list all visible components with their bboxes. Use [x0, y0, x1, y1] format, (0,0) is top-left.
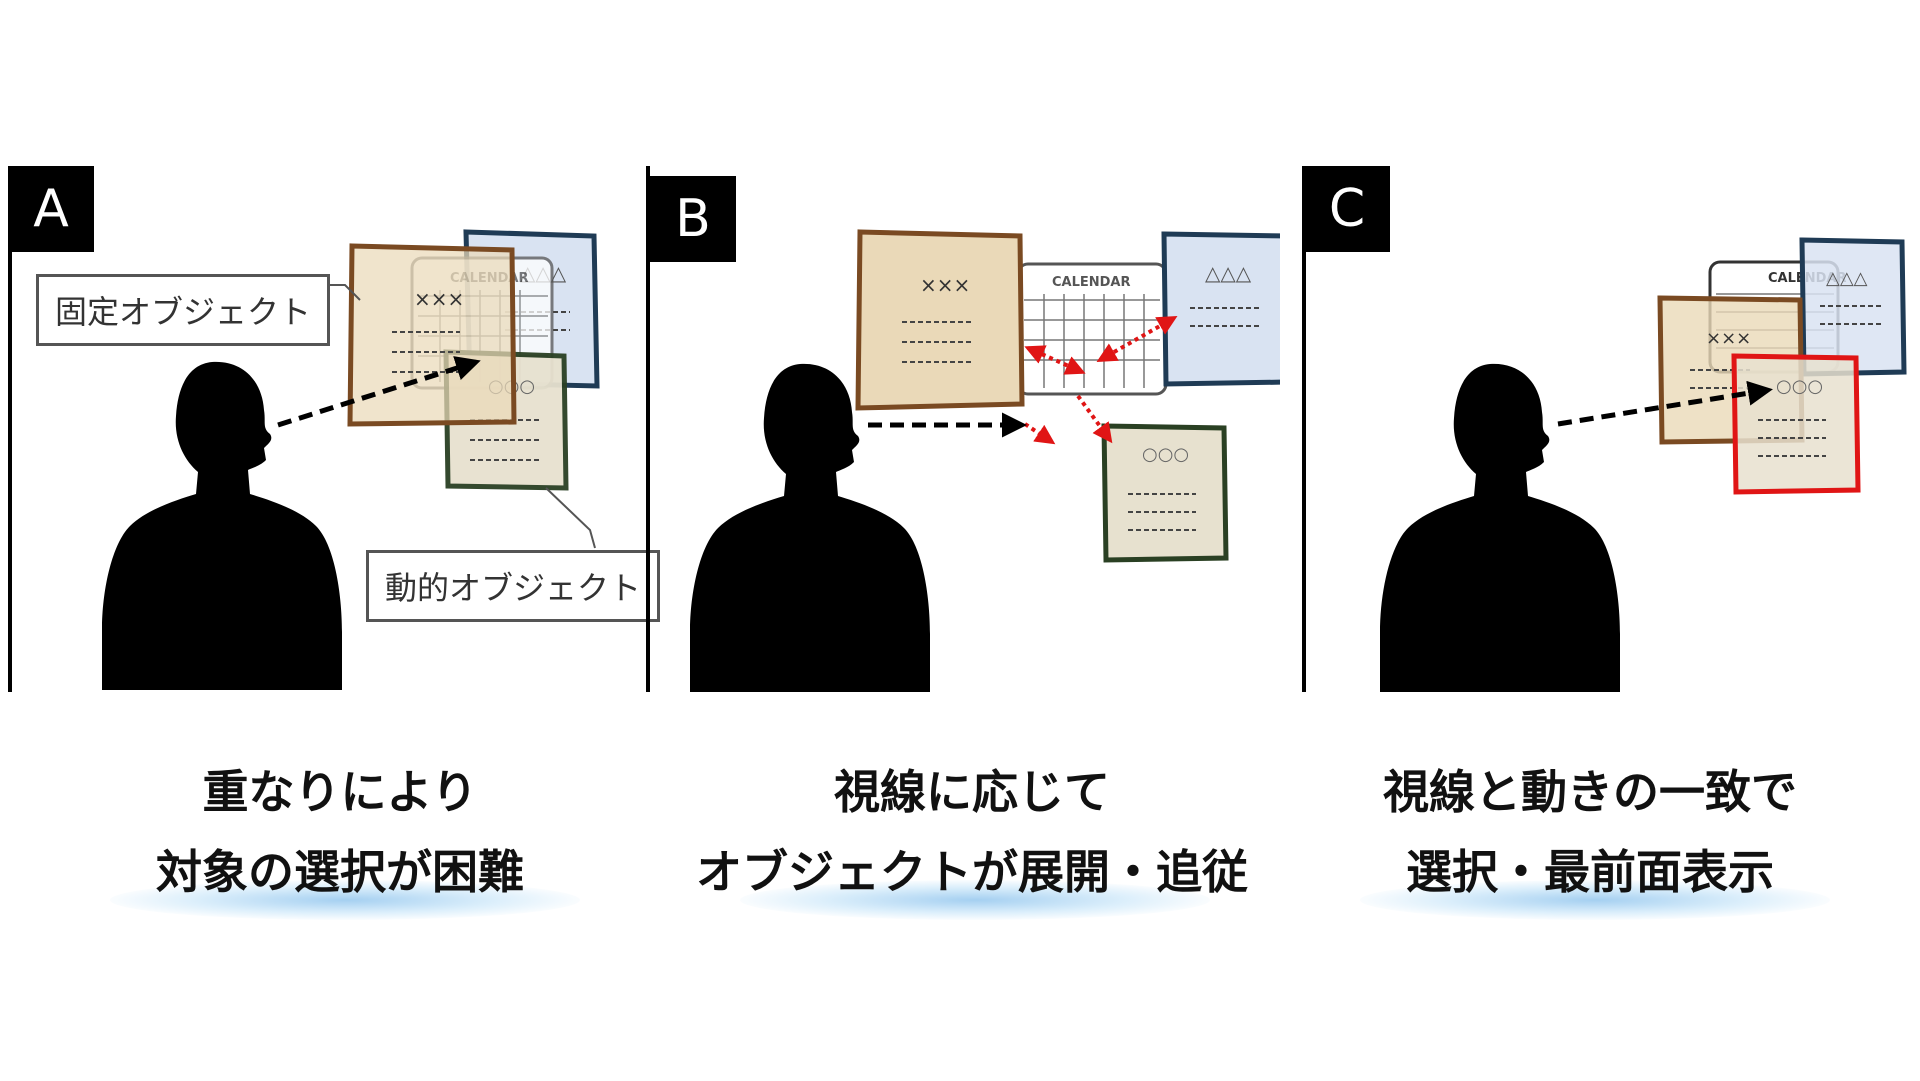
person-silhouette [102, 361, 342, 690]
green-note-symbols: ○○○ [1776, 376, 1823, 397]
gaze-arrow [277, 356, 481, 428]
panel-label: C [1304, 166, 1390, 252]
green-note: ○○○ [1101, 423, 1229, 563]
calendar-title: CALENDAR [1052, 275, 1131, 290]
caption-glow [740, 880, 1210, 920]
panel-label: A [8, 166, 94, 252]
selected-note: ○○○ [1731, 353, 1861, 495]
caption-c-line1: 視線と動きの一致で [1383, 765, 1797, 819]
caption-c-line2: 選択・最前面表示 [1406, 845, 1774, 899]
callout-dynamic-object: 動的オブジェクト [366, 550, 661, 622]
caption-b-line1: 視線に応じて [834, 765, 1110, 819]
brown-note-symbols: ××× [920, 273, 970, 297]
brown-note-symbols: ××× [414, 287, 464, 311]
expand-arrow-down [1076, 394, 1113, 444]
caption-a: 重なりにより 対象の選択が困難 [30, 752, 650, 912]
callout-fixed-object: 固定オブジェクト [36, 274, 331, 346]
brown-note: ××× [855, 229, 1025, 411]
person-silhouette [1380, 363, 1620, 692]
panel-label: B [650, 176, 736, 262]
panel-a-scene: △△△ CALENDAR ○○○ ××× [102, 229, 600, 690]
caption-glow [1360, 880, 1830, 920]
brown-note: ××× [347, 243, 517, 427]
caption-b: 視線に応じて オブジェクトが展開・追従 [662, 752, 1282, 912]
caption-a-line1: 重なりにより [202, 765, 478, 819]
panel-c-scene: CALENDAR △△△ ××× ○○○ [1380, 237, 1907, 692]
caption-glow [110, 880, 580, 920]
green-note-symbols: ○○○ [1142, 444, 1189, 465]
gaze-arrow [1557, 380, 1773, 427]
expand-arrow-left [1024, 345, 1086, 375]
blue-note-symbols: △△△ [1826, 268, 1868, 289]
caption-b-line2: オブジェクトが展開・追従 [696, 845, 1248, 899]
person-silhouette [690, 363, 930, 692]
blue-note: △△△ [1161, 231, 1280, 387]
panel-b: B CALENDAR ××× △△△ [640, 0, 1280, 1081]
caption-a-line2: 対象の選択が困難 [156, 845, 524, 899]
wall-line [8, 166, 12, 692]
calendar: CALENDAR [1016, 262, 1168, 396]
blue-note-symbols: △△△ [1205, 261, 1252, 285]
expand-arrow-right [1096, 316, 1178, 362]
panel-c: C CALENDAR △△△ ××× ○○○ [1280, 0, 1920, 1081]
blue-note: △△△ [1799, 237, 1907, 377]
brown-note-symbols: ××× [1706, 328, 1751, 349]
caption-c: 視線と動きの一致で 選択・最前面表示 [1280, 752, 1900, 912]
expand-arrow-small [1023, 422, 1056, 445]
panel-b-scene: CALENDAR ××× △△△ ○○○ [690, 229, 1280, 692]
leader-dynamic [545, 487, 596, 549]
panel-a: A △△△ CALENDAR ○○○ [0, 0, 661, 1081]
wall-line [646, 166, 650, 692]
wall-line [1302, 166, 1306, 692]
